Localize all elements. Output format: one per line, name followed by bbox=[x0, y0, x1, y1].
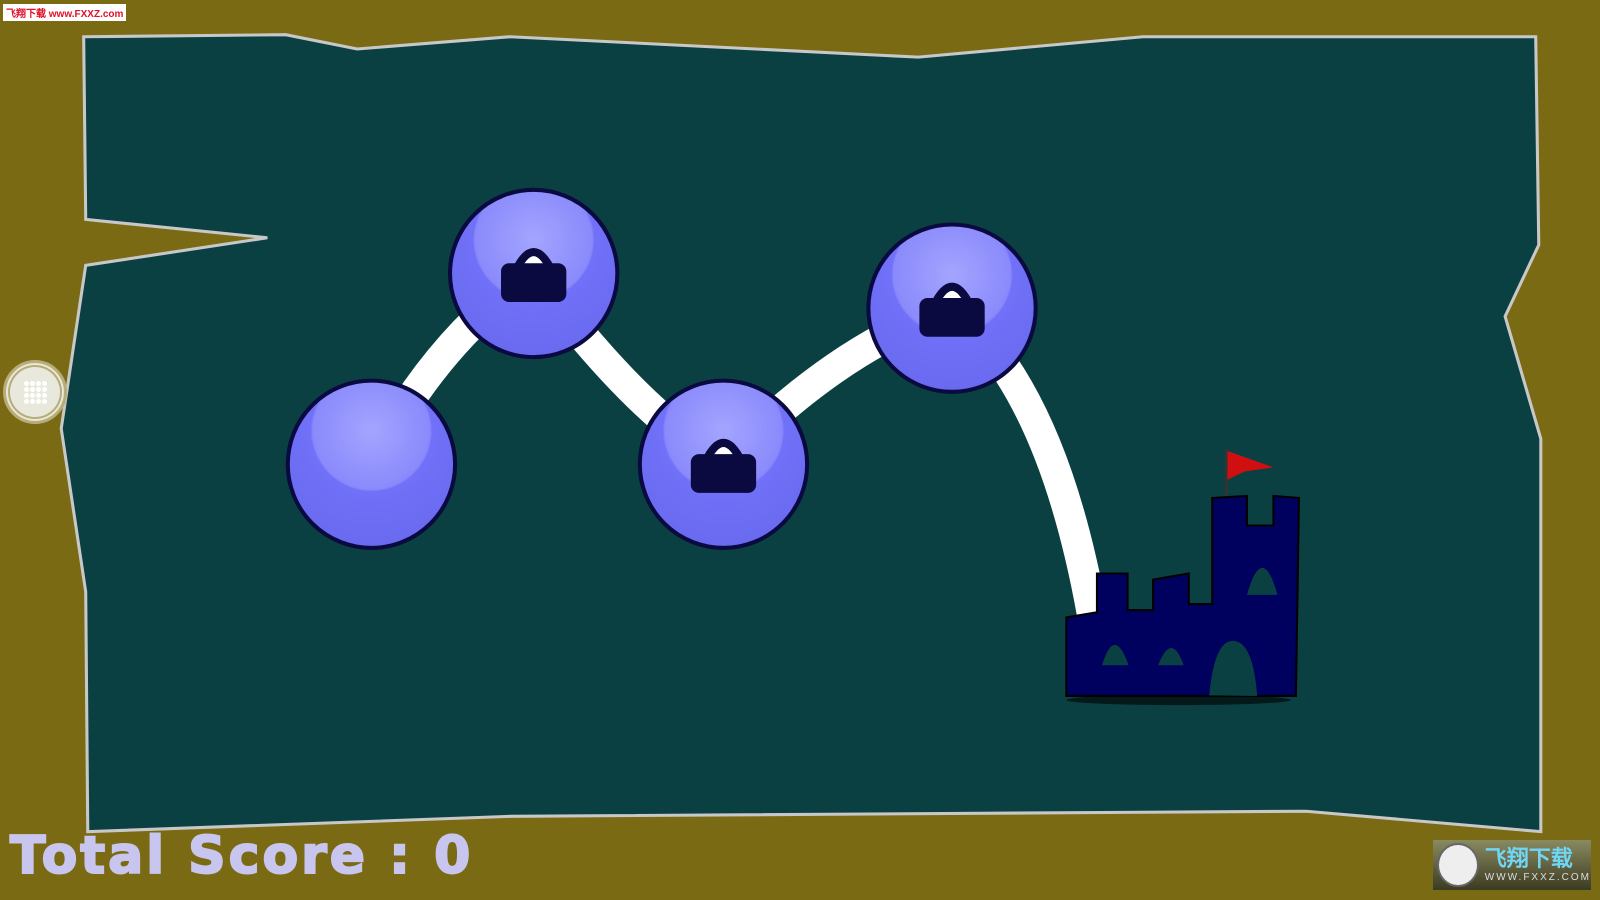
flag-icon bbox=[1227, 451, 1274, 480]
watermark: 飞翔下载 www.FXXZ.com bbox=[3, 4, 127, 21]
lock-icon bbox=[919, 282, 985, 337]
grid-icon bbox=[23, 380, 47, 404]
level-node-1[interactable] bbox=[285, 378, 458, 550]
logo-title: 飞翔下载 bbox=[1484, 846, 1573, 872]
lock-icon bbox=[690, 439, 757, 493]
lock-icon bbox=[501, 248, 567, 303]
level-node-2[interactable] bbox=[447, 187, 620, 360]
total-score: Total Score : 0 bbox=[9, 825, 474, 887]
logo-emblem-icon bbox=[1437, 843, 1479, 887]
level-menu-button[interactable] bbox=[3, 360, 67, 424]
level-node-3[interactable] bbox=[637, 378, 810, 550]
logo-url: WWW.FXXZ.COM bbox=[1484, 871, 1591, 883]
site-logo: 飞翔下载 WWW.FXXZ.COM bbox=[1433, 840, 1591, 890]
level-node-4[interactable] bbox=[866, 222, 1038, 394]
castle bbox=[1065, 448, 1301, 706]
